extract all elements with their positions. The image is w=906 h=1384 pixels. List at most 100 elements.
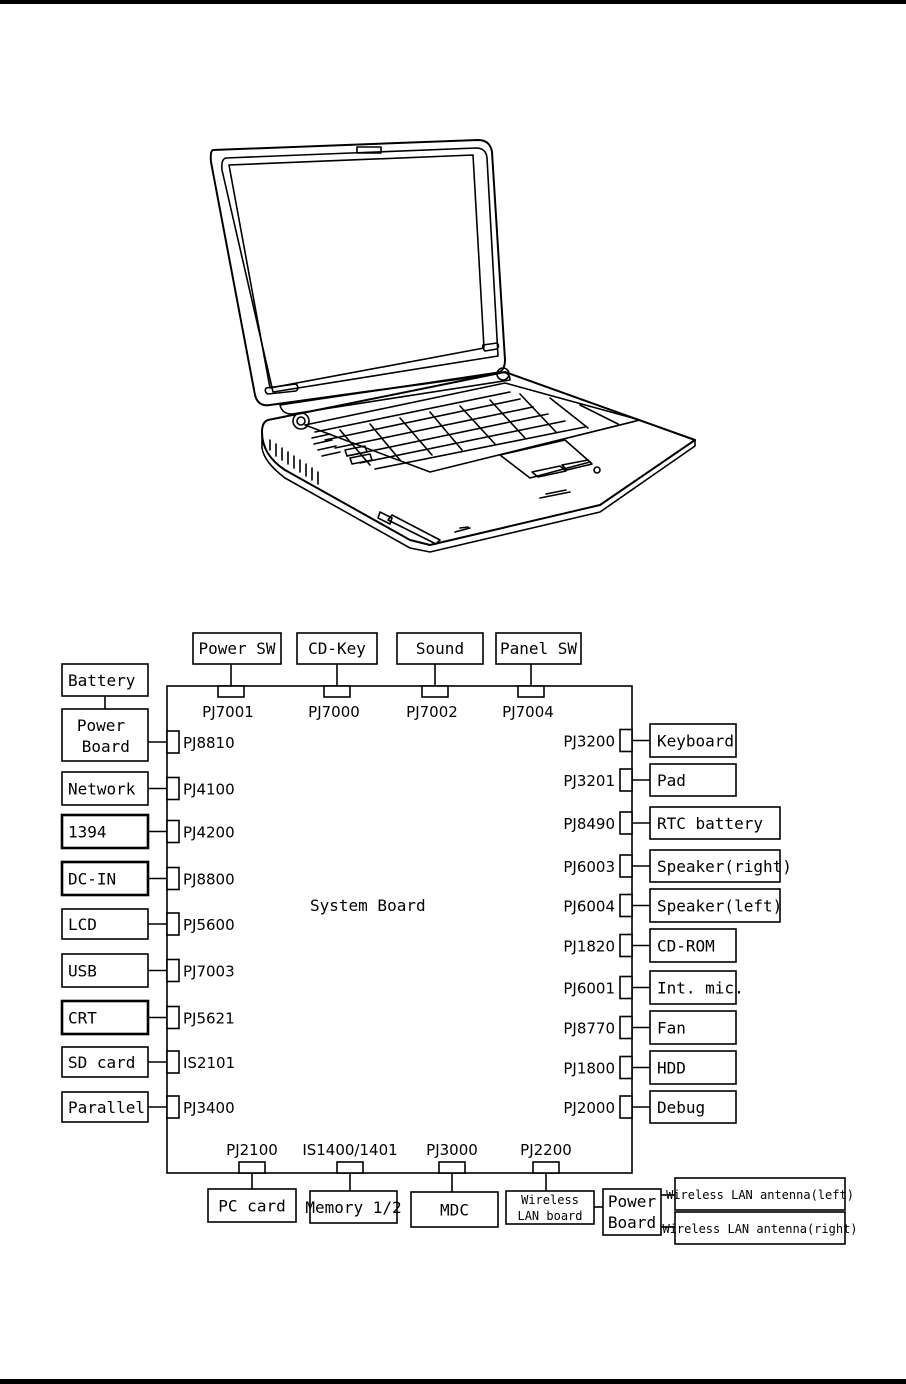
is2101-label: IS2101 bbox=[183, 1054, 235, 1072]
1394-connector bbox=[166, 819, 180, 844]
pj7003-label: PJ7003 bbox=[183, 963, 235, 981]
sd-card-label: SD card bbox=[68, 1053, 135, 1072]
memory-1-2-label: Memory 1/2 bbox=[305, 1198, 401, 1217]
wireless-lan-board-connector bbox=[532, 1161, 560, 1174]
speaker-left-connector bbox=[619, 893, 633, 918]
memory-1-2-connector bbox=[336, 1161, 364, 1174]
lcd-label: LCD bbox=[68, 915, 97, 934]
power-board-connector bbox=[166, 730, 180, 754]
crt-label: CRT bbox=[68, 1009, 97, 1028]
fan-box bbox=[649, 1010, 737, 1045]
keyboard-label: Keyboard bbox=[657, 732, 734, 751]
pj7002-label: PJ7002 bbox=[406, 703, 458, 721]
pj6003-label: PJ6003 bbox=[563, 858, 615, 876]
network-label: Network bbox=[68, 780, 136, 799]
speaker-right-connector bbox=[619, 854, 633, 878]
pj3200-label: PJ3200 bbox=[563, 733, 615, 751]
pj7001-label: PJ7001 bbox=[202, 703, 254, 721]
panel-sw-label: Panel SW bbox=[500, 639, 577, 658]
pj5600-label: PJ5600 bbox=[183, 916, 235, 934]
pc-card-connector bbox=[238, 1161, 266, 1174]
pad-label: Pad bbox=[657, 771, 686, 790]
pj3000-label: PJ3000 bbox=[426, 1141, 478, 1159]
hdd-connector bbox=[619, 1055, 633, 1080]
usb-box bbox=[61, 953, 149, 988]
is1400-1401-label: IS1400/1401 bbox=[302, 1141, 397, 1159]
1394-box bbox=[60, 813, 150, 850]
debug-connector bbox=[619, 1095, 633, 1119]
memory-1-2-box bbox=[309, 1190, 398, 1224]
pj4200-label: PJ4200 bbox=[183, 824, 235, 842]
fan-connector bbox=[619, 1015, 633, 1040]
usb-connector bbox=[166, 958, 180, 983]
crt-connector bbox=[166, 1005, 180, 1030]
cd-rom-label: CD-ROM bbox=[657, 937, 715, 956]
power-board-label: Power Board bbox=[72, 716, 130, 756]
pj1800-label: PJ1800 bbox=[563, 1060, 615, 1078]
power-sw-connector bbox=[217, 685, 245, 698]
cd-rom-box bbox=[649, 928, 737, 963]
int-mic-label: Int. mic. bbox=[657, 979, 744, 998]
debug-label: Debug bbox=[657, 1098, 705, 1117]
lcd-connector bbox=[166, 912, 180, 936]
dc-in-connector bbox=[166, 866, 180, 891]
bottom-rule bbox=[0, 1379, 906, 1384]
cd-rom-connector bbox=[619, 933, 633, 958]
network-connector bbox=[166, 776, 180, 801]
sound-connector bbox=[421, 685, 449, 698]
hdd-box bbox=[649, 1050, 737, 1085]
wireless-lan-board-box bbox=[505, 1190, 595, 1225]
speaker-left-label: Speaker(left) bbox=[657, 897, 782, 916]
antenna-left-label: Wireless LAN antenna(left) bbox=[666, 1188, 854, 1202]
pj7000-label: PJ7000 bbox=[308, 703, 360, 721]
int-mic-connector bbox=[619, 975, 633, 1000]
pj7004-label: PJ7004 bbox=[502, 703, 554, 721]
antenna-right-label: Wireless LAN antenna(right) bbox=[662, 1222, 857, 1236]
pj3400-label: PJ3400 bbox=[183, 1099, 235, 1117]
wlan-power-board-box bbox=[602, 1188, 662, 1236]
pj8490-label: PJ8490 bbox=[563, 815, 615, 833]
dc-in-label: DC-IN bbox=[68, 870, 116, 889]
rtc-battery-box bbox=[649, 806, 781, 840]
pj8770-label: PJ8770 bbox=[563, 1020, 615, 1038]
speaker-right-box bbox=[649, 849, 781, 883]
antenna-left-box bbox=[674, 1177, 846, 1211]
pj4100-label: PJ4100 bbox=[183, 781, 235, 799]
network-box bbox=[61, 771, 149, 806]
cd-key-connector bbox=[323, 685, 351, 698]
pj2200-label: PJ2200 bbox=[520, 1141, 572, 1159]
pj2100-label: PJ2100 bbox=[226, 1141, 278, 1159]
fan-label: Fan bbox=[657, 1019, 686, 1038]
lcd-box bbox=[61, 908, 149, 940]
sd-card-connector bbox=[166, 1050, 180, 1074]
pj8810-label: PJ8810 bbox=[183, 734, 235, 752]
parallel-connector bbox=[166, 1095, 180, 1119]
system-board bbox=[166, 685, 633, 1174]
mdc-label: MDC bbox=[440, 1201, 469, 1220]
pj6004-label: PJ6004 bbox=[563, 898, 615, 916]
battery-box bbox=[61, 663, 149, 697]
pc-card-label: PC card bbox=[218, 1197, 285, 1216]
pc-card-box bbox=[207, 1188, 297, 1223]
parallel-label: Parallel bbox=[68, 1098, 145, 1117]
keyboard-connector bbox=[619, 728, 633, 753]
cd-key-label: CD-Key bbox=[308, 639, 366, 658]
system-board-label: System Board bbox=[310, 896, 426, 915]
battery-label: Battery bbox=[68, 671, 136, 690]
speaker-right-label: Speaker(right) bbox=[657, 857, 792, 876]
power-board-box bbox=[61, 708, 149, 762]
pj2000-label: PJ2000 bbox=[563, 1099, 615, 1117]
pj8800-label: PJ8800 bbox=[183, 871, 235, 889]
usb-label: USB bbox=[68, 962, 97, 981]
speaker-left-box bbox=[649, 888, 781, 923]
hdd-label: HDD bbox=[657, 1059, 686, 1078]
power-sw-box bbox=[192, 632, 282, 665]
pj1820-label: PJ1820 bbox=[563, 938, 615, 956]
laptop-illustration bbox=[209, 139, 696, 553]
